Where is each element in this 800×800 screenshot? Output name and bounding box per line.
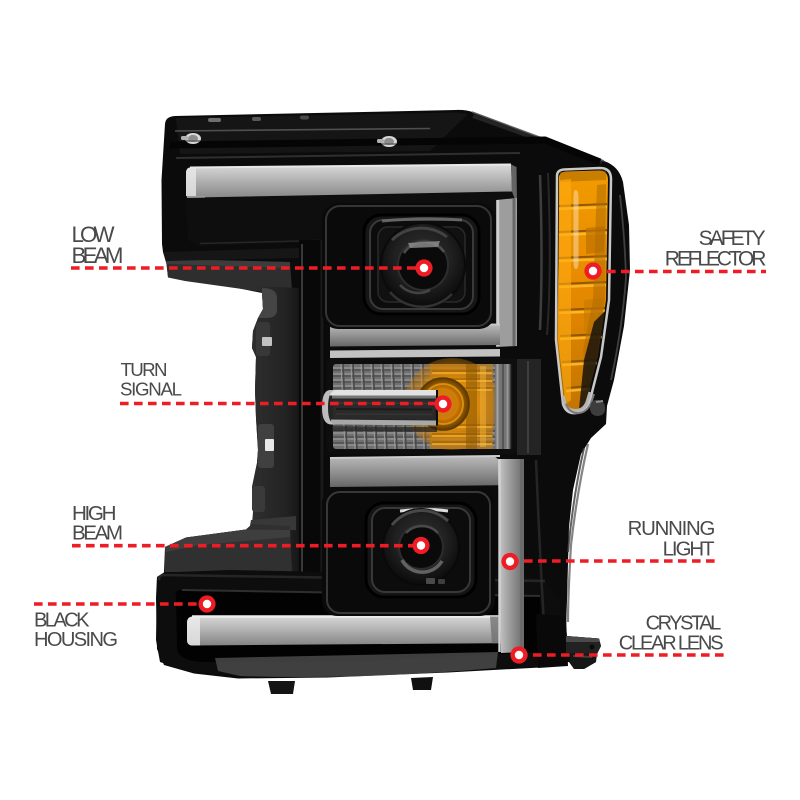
svg-text:HIGH: HIGH (72, 502, 117, 525)
svg-text:REFLECTOR: REFLECTOR (665, 248, 767, 271)
svg-text:TURN: TURN (121, 359, 168, 380)
svg-text:BEAM: BEAM (72, 243, 124, 268)
svg-text:BEAM: BEAM (72, 522, 123, 545)
svg-text:BLACK: BLACK (34, 610, 90, 632)
svg-text:HOUSING: HOUSING (34, 629, 118, 651)
svg-text:SAFETY: SAFETY (699, 227, 766, 250)
svg-text:CLEAR LENS: CLEAR LENS (619, 633, 724, 655)
svg-text:SIGNAL: SIGNAL (120, 379, 182, 400)
svg-text:LOW: LOW (72, 222, 115, 247)
svg-text:CRYSTAL: CRYSTAL (646, 613, 722, 635)
svg-text:LIGHT: LIGHT (663, 539, 715, 561)
svg-text:RUNNING: RUNNING (628, 518, 716, 540)
